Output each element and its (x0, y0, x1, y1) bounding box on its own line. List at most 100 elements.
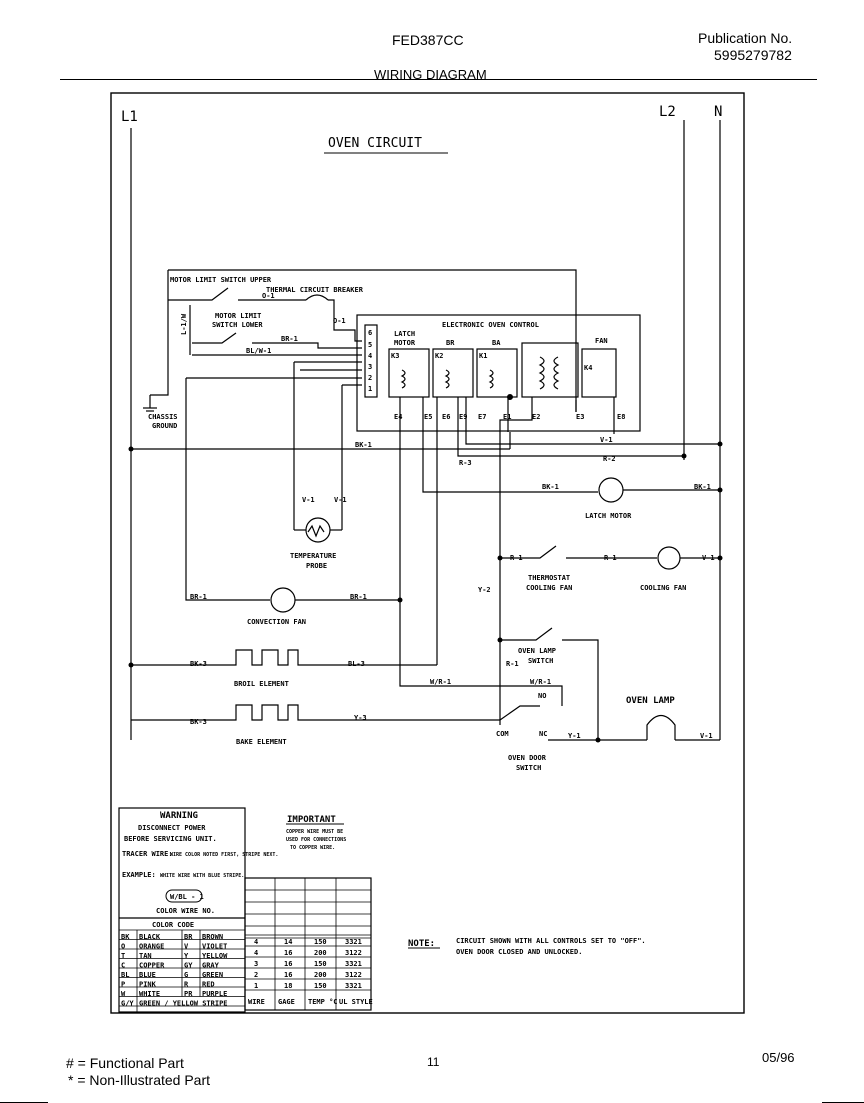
pin-6: 6 (368, 329, 372, 337)
wire-table-cell: 3122 (345, 971, 362, 979)
wire-l1w: L-1/W (180, 313, 188, 335)
wire-v1-probe-b: V-1 (334, 496, 347, 504)
color-code-abbr: C (121, 962, 125, 970)
label-chassis: CHASSIS (148, 413, 178, 421)
important-text1: COPPER WIRE MUST BE (286, 829, 343, 835)
connector-block (364, 324, 378, 398)
note-line1: CIRCUIT SHOWN WITH ALL CONTROLS SET TO "… (456, 937, 646, 945)
example-label: EXAMPLE: (122, 871, 156, 879)
wire-v1-cool: V-1 (702, 554, 715, 562)
wire-top-loop (168, 269, 577, 412)
electronic-oven-control (356, 314, 641, 432)
tracer-label: TRACER WIRE: (122, 850, 173, 858)
label-cooling-fan: COOLING FAN (640, 584, 686, 592)
color-code-name: BLACK (139, 933, 161, 941)
label-k4: K4 (584, 364, 592, 372)
label-temperature: TEMPERATURE (290, 552, 336, 560)
wire-bk1-latch-right: BK-1 (694, 483, 711, 491)
color-code-abbr: V (184, 943, 189, 951)
label-com: COM (496, 730, 509, 738)
wire-y3: Y-3 (354, 714, 367, 722)
warning-line2: BEFORE SERVICING UNIT. (124, 835, 217, 843)
wire-bk3-bake: BK-3 (190, 718, 207, 726)
wire-table-header: UL STYLE (339, 998, 373, 1006)
color-code-name: PURPLE (202, 990, 227, 998)
label-oven-lamp-switch-2: SWITCH (528, 657, 553, 665)
header-rule (60, 79, 817, 80)
wire-table-cell: 200 (314, 971, 327, 979)
color-code-name: WHITE (139, 990, 160, 998)
color-code-name: GRAY (202, 962, 220, 970)
wire-wr1-mid: W/R-1 (430, 678, 451, 686)
wire-table-cell: 4 (254, 938, 258, 946)
color-code-abbr: BK (121, 933, 130, 941)
wire-table-cell: 1 (254, 982, 258, 990)
label-l2: L2 (659, 104, 676, 120)
tracer-text: WIRE COLOR NOTED FIRST, STRIPE NEXT. (170, 852, 278, 858)
wire-r1-lamp: R-1 (506, 660, 519, 668)
wire-r1-tstat-right: R-1 (604, 554, 617, 562)
label-thermal-breaker: THERMAL CIRCUIT BREAKER (266, 286, 364, 294)
cooling-fan (657, 546, 681, 570)
label-oven-lamp: OVEN LAMP (626, 696, 675, 706)
label-oven-door: OVEN DOOR (508, 754, 547, 762)
model-number: FED387CC (392, 32, 464, 48)
relay-k2 (432, 348, 474, 398)
color-code-abbr: O (121, 943, 125, 951)
footer-page: 11 (427, 1055, 440, 1069)
footer-non-illustrated: * = Non-Illustrated Part (68, 1072, 211, 1088)
relay-k4 (581, 348, 617, 398)
label-latch: LATCH (394, 330, 415, 338)
terminal-e6: E6 (442, 413, 450, 421)
note-line2: OVEN DOOR CLOSED AND UNLOCKED. (456, 948, 582, 956)
wire-y2: Y-2 (478, 586, 491, 594)
oven-lamp (646, 714, 676, 740)
wire-table-cell: 16 (284, 949, 292, 957)
label-k3: K3 (391, 352, 399, 360)
terminal-e5: E5 (424, 413, 432, 421)
wire-br1-top: BR-1 (281, 335, 298, 343)
color-code-name: TAN (139, 952, 152, 960)
relay-k3 (388, 348, 430, 398)
color-code-abbr: P (121, 981, 125, 989)
wire-table-cell: 4 (254, 949, 258, 957)
color-code-name: PINK (139, 981, 157, 989)
color-code-name: BROWN (202, 933, 223, 941)
terminal-e7: E7 (478, 413, 486, 421)
terminal-e3: E3 (576, 413, 584, 421)
circuit-title: OVEN CIRCUIT (328, 136, 422, 151)
color-code-name: YELLOW (202, 952, 228, 960)
pin-3: 3 (368, 363, 372, 371)
color-code-name: GREEN / YELLOW STRIPE (139, 1000, 228, 1008)
wire-table-header: WIRE (248, 998, 265, 1006)
wire-bk1-main: BK-1 (355, 441, 372, 449)
label-br: BR (446, 339, 455, 347)
relay-transformer (521, 342, 579, 398)
wire-table-cell: 18 (284, 982, 292, 990)
label-k2: K2 (435, 352, 443, 360)
thermal-breaker-arc (305, 294, 329, 301)
wire-o1a: O-1 (262, 292, 275, 300)
important-title: IMPORTANT (287, 815, 336, 825)
warning-title: WARNING (160, 811, 198, 821)
label-oven-door-switch: SWITCH (516, 764, 541, 772)
label-motor-limit-lower-1: MOTOR LIMIT (215, 312, 261, 320)
label-motor: MOTOR (394, 339, 416, 347)
important-text2: USED FOR CONNECTIONS (286, 837, 346, 843)
terminal-e2: E2 (532, 413, 540, 421)
color-code-abbr: Y (184, 952, 189, 960)
label-no: NO (538, 692, 546, 700)
diagram-frame (110, 92, 745, 1014)
pin-1: 1 (368, 385, 372, 393)
wire-table-header: GAGE (278, 998, 295, 1006)
example-text: WHITE WIRE WITH BLUE STRIPE. (160, 873, 244, 879)
color-code-name: ORANGE (139, 943, 164, 951)
color-code-abbr: G (184, 971, 188, 979)
wire-br1-conv-left: BR-1 (190, 593, 207, 601)
wire-table-cell: 3122 (345, 949, 362, 957)
wire-table-cell: 3321 (345, 960, 362, 968)
wire-table-cell: 16 (284, 960, 292, 968)
wire-o1b: O-1 (333, 317, 346, 325)
